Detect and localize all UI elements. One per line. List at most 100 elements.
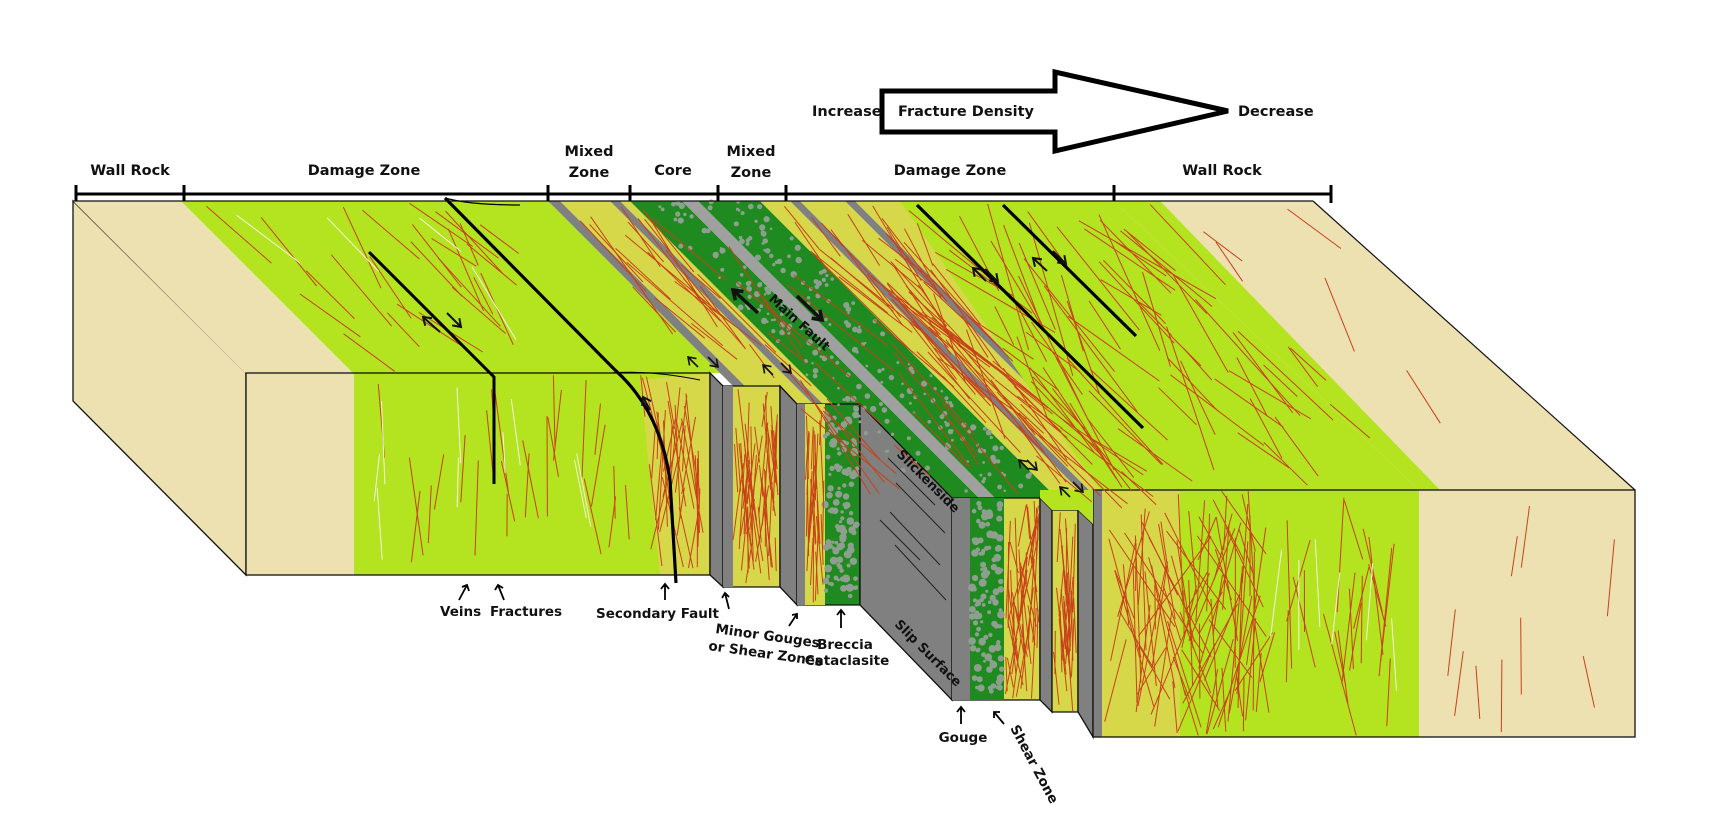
minor-fault-line-right-1 (915, 203, 1145, 430)
fracture-left-front (608, 496, 617, 548)
fracture-right-top (1031, 321, 1083, 395)
breccia-clast (829, 439, 837, 448)
breccia-clast (842, 483, 847, 488)
fracture-right-top (994, 306, 1015, 346)
core-clast (683, 212, 687, 217)
shear-zone-clast (983, 659, 986, 663)
fracture-right-top (872, 205, 953, 339)
fracture-left-top (342, 206, 382, 289)
fracture-right-front (1137, 508, 1146, 606)
fracture-right-front (1213, 513, 1233, 581)
right-mixed-arrow-2b-head (1074, 483, 1085, 494)
fracture-breccia (819, 411, 823, 446)
veins-annotation: Veins (440, 583, 481, 620)
breccia-clast (839, 568, 844, 573)
core-clast (763, 216, 770, 223)
fracture-right-front-sparse (1368, 536, 1384, 656)
fracture-right-wall-rock (1582, 655, 1595, 708)
fracture-core-top (764, 344, 812, 387)
core-clast (780, 302, 786, 308)
fracture-left-top (437, 257, 501, 327)
zone-label-mixed-zone-right-2: Zone (731, 165, 772, 181)
fracture-right-top (1013, 297, 1048, 362)
core-clast (857, 414, 861, 418)
fracture-right-front-sparse (1337, 630, 1349, 704)
vein-left-front (456, 457, 459, 508)
core-clast (855, 350, 859, 354)
fracture-right-top (1170, 335, 1202, 367)
fracture-core-top (810, 216, 841, 257)
core-clast (733, 221, 739, 227)
core-clast (1003, 489, 1006, 493)
breccia-clast (832, 558, 836, 562)
fracture-right-top (1099, 219, 1172, 294)
fracture-right-top (1166, 357, 1219, 412)
core-clast (787, 254, 791, 258)
core-clast (748, 203, 754, 210)
fracture-right-front-sparse (1380, 543, 1395, 662)
breccia-clast (827, 581, 832, 586)
core-clast (992, 445, 999, 452)
breccia-clast (843, 550, 852, 559)
fracture-right-top (916, 223, 934, 266)
fracture-right-front (1184, 690, 1199, 736)
strip-main-fault (682, 201, 998, 501)
zone-label-mixed-zone-left-2: Zone (569, 165, 610, 181)
fracture-right-wall-rock (1606, 539, 1615, 617)
core-clast (799, 326, 804, 331)
fracture-core-top (893, 266, 952, 355)
fracture-right-front (1170, 555, 1195, 642)
core-clast (811, 362, 814, 365)
shear-zone-clast (976, 518, 981, 524)
fracture-left-front (581, 380, 587, 478)
fracture-right-front (1154, 584, 1156, 630)
fracture-breccia (822, 480, 825, 553)
fracture-right-top (818, 248, 920, 331)
core-clast (908, 401, 912, 405)
shear-zone-clast (980, 561, 987, 568)
fracture-left-front (427, 485, 432, 544)
core-clast (739, 273, 744, 277)
fracture-right-front (1206, 639, 1234, 735)
core-clast (660, 207, 665, 212)
fracture-step5 (1058, 568, 1065, 617)
fracture-right-front-sparse (1360, 575, 1363, 664)
strip-gouge-3 (790, 201, 1100, 501)
core-clast (856, 328, 862, 334)
fracture-minor-gouge (732, 463, 744, 540)
core-clast (863, 431, 869, 436)
core-clast (673, 217, 678, 222)
strip-core-2 (698, 201, 1060, 501)
decrease-label: Decrease (1238, 104, 1314, 120)
main-fault-arrow-up-shaft (731, 288, 760, 315)
shear-zone-clast (980, 620, 984, 624)
breccia-clast (839, 533, 847, 541)
breccia-clast (843, 501, 851, 509)
shear-zone-clast (997, 610, 1005, 619)
core-clast (939, 414, 945, 420)
fracture-core-top (644, 218, 671, 252)
fracture-core-top (886, 282, 941, 336)
fracture-step4 (1032, 549, 1038, 643)
breccia-clast (845, 472, 850, 476)
vein-left-front (502, 432, 506, 474)
fracture-right-front (1148, 537, 1212, 658)
shear-zone-clast (968, 637, 976, 645)
breccia-clast (847, 593, 853, 599)
vein-left-top (419, 217, 462, 252)
fracture-core-top (823, 406, 885, 483)
core-clast (858, 325, 861, 329)
shear-zone-clast (976, 647, 981, 652)
fracture-left-top (431, 238, 477, 267)
core-clast (719, 247, 723, 250)
right-arrow-1a-head (971, 266, 983, 278)
vein-left-front (376, 487, 383, 560)
right-mixed-arrow-2b (1072, 481, 1085, 494)
fracture-right-top (1149, 204, 1226, 286)
fracture-right-front (1104, 639, 1127, 722)
core-clast (760, 230, 765, 235)
core-clast (901, 382, 904, 386)
fracture-right-front (1188, 510, 1197, 594)
shear-zone-clast (996, 674, 1005, 683)
core-clast (795, 256, 802, 264)
